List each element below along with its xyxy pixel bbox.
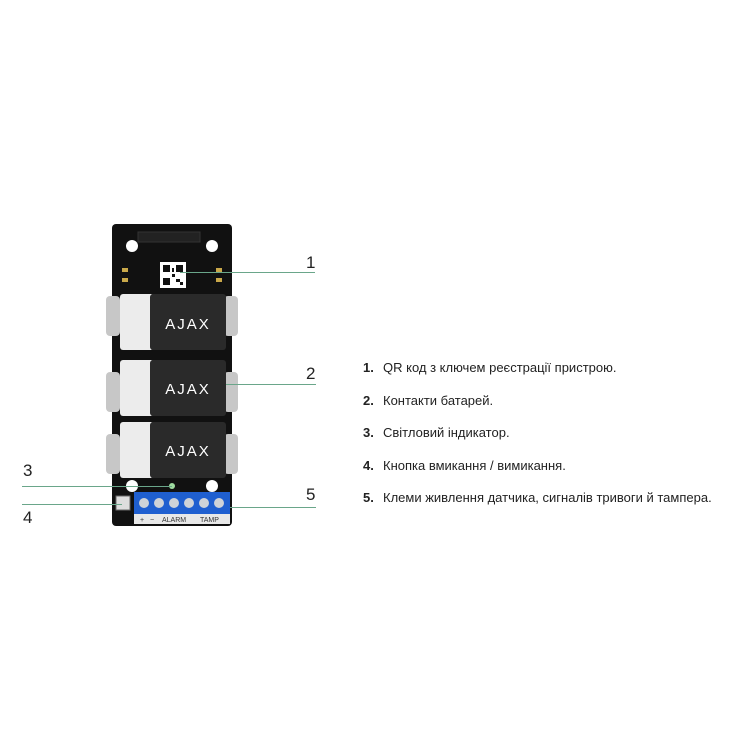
callout-number-4: 4 — [23, 508, 33, 527]
connector-pins — [137, 231, 201, 243]
legend-item: 5. Клеми живлення датчика, сигналів триво… — [363, 489, 743, 522]
legend-item-number: 4. — [363, 457, 374, 473]
device-board-illustration: AJAX AJAX AJAX + − ALARM TAMP — [106, 224, 238, 526]
terminal-label-alarm: ALARM — [162, 517, 186, 524]
legend-item-text: QR код з ключем реєстрації пристрою. — [383, 360, 617, 375]
legend-item-text: Кнопка вмикання / вимикання. — [383, 457, 566, 473]
led-indicator-icon — [169, 483, 175, 489]
legend-item: 3. Світловий індикатор. — [363, 424, 743, 457]
mounting-hole-icon — [206, 240, 218, 252]
legend-item-number: 1. — [363, 360, 374, 375]
callout-line-3 — [22, 486, 172, 487]
legend-item-number: 5. — [363, 490, 374, 505]
callout-number-3: 3 — [23, 461, 33, 480]
power-button-icon — [115, 495, 131, 511]
callout-line-1 — [180, 272, 315, 273]
legend-item-text: Контакти батарей. — [383, 392, 494, 408]
legend-list: 1. QR код з ключем реєстрації пристрою. 2… — [363, 359, 743, 522]
callout-line-5 — [230, 507, 316, 508]
battery-3: AJAX — [106, 422, 238, 478]
callout-number-5: 5 — [306, 485, 316, 504]
battery-brand-label: AJAX — [165, 316, 211, 333]
terminal-label-minus: − — [150, 517, 154, 524]
terminal-label-tamp: TAMP — [200, 517, 219, 524]
mounting-hole-icon — [206, 480, 218, 492]
terminal-label-plus: + — [140, 517, 144, 524]
legend-item-number: 2. — [363, 392, 374, 408]
qr-code-icon — [160, 262, 186, 288]
legend-item-number: 3. — [363, 425, 374, 440]
mounting-hole-icon — [126, 240, 138, 252]
callout-number-1: 1 — [306, 253, 316, 272]
legend-item: 1. QR код з ключем реєстрації пристрою. — [363, 359, 743, 392]
legend-item: 4. Кнопка вмикання / вимикання. — [363, 457, 743, 490]
battery-brand-label: AJAX — [165, 381, 211, 398]
legend-item-text: Світловий індикатор. — [383, 425, 510, 440]
callout-line-2 — [226, 384, 316, 385]
battery-2: AJAX — [106, 360, 238, 416]
callout-line-4 — [22, 504, 122, 505]
legend-item: 2. Контакти батарей. — [363, 392, 743, 425]
battery-brand-label: AJAX — [165, 443, 211, 460]
callout-number-2: 2 — [306, 364, 316, 383]
battery-1: AJAX — [106, 294, 238, 350]
terminal-block: + − ALARM TAMP — [134, 492, 230, 524]
legend-item-text: Клеми живлення датчика, сигналів тривоги… — [383, 490, 712, 505]
